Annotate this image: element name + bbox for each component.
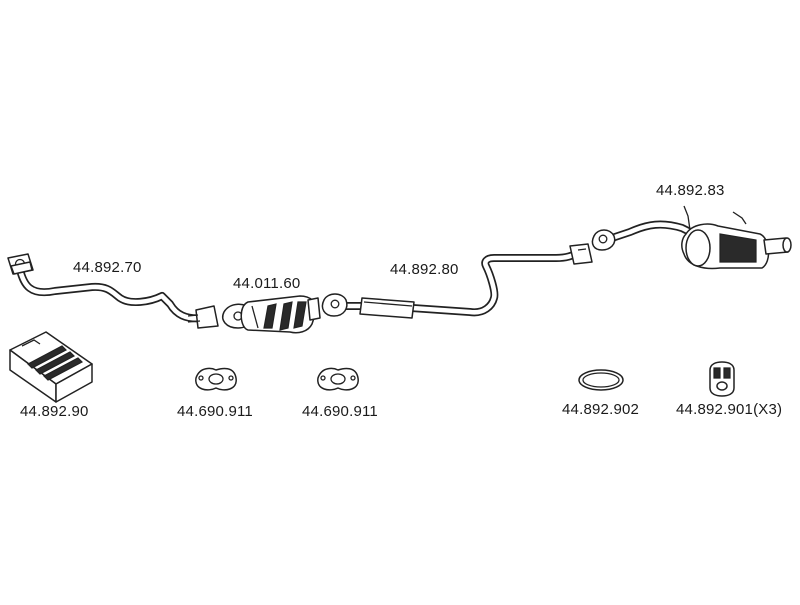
front-pipe-label: 44.892.70: [73, 259, 142, 276]
centre-pipe-part: [321, 243, 593, 319]
rear-silencer-label: 44.892.83: [656, 182, 725, 199]
gasket-1-label: 44.690.911: [177, 403, 253, 420]
gasket-2-part: [317, 367, 359, 391]
seal-ring-label: 44.892.902: [562, 401, 640, 418]
gasket-1-part: [195, 367, 237, 391]
mounting-kit-label: 44.892.90: [20, 403, 89, 420]
catalytic-converter-label: 44.011.60: [233, 275, 301, 292]
centre-pipe-label: 44.892.80: [390, 261, 459, 278]
rubber-hanger-label: 44.892.901(X3): [676, 401, 783, 418]
front-pipe-part: [7, 253, 219, 329]
seal-ring-part: [578, 369, 624, 391]
catalytic-converter-part: [222, 295, 321, 334]
mounting-kit-box-part: [9, 331, 93, 403]
rear-silencer-part: [591, 205, 792, 270]
gasket-2-label: 44.690.911: [302, 403, 378, 420]
rubber-hanger-part: [709, 361, 735, 397]
